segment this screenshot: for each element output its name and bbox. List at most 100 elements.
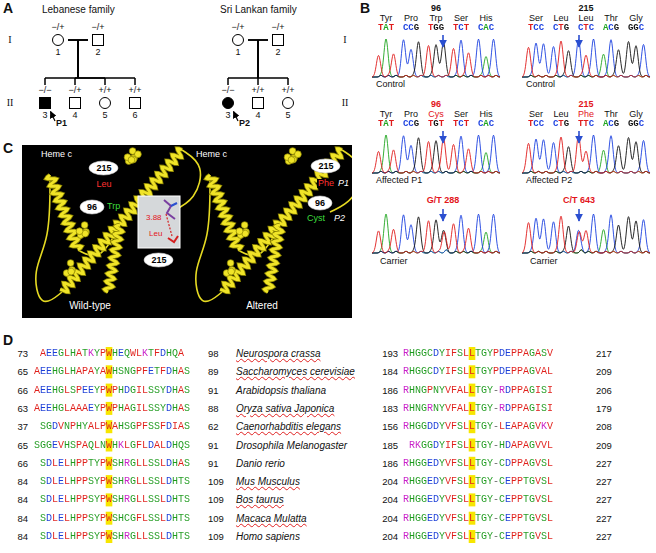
trace-line [372,217,500,253]
structure-caption: Wild-type [68,301,112,311]
mutation-arrow [442,209,444,221]
pedigree-individual: −/+2 [268,22,288,57]
species-name: Bos taurus [236,495,284,505]
individual-number: 5 [95,110,115,120]
genotype-label: −/− [35,85,55,95]
trace-line [522,214,650,253]
amino-acid: Trp [429,14,442,23]
trace-line [372,39,500,77]
generation-label: II [342,98,349,108]
pedigree-individual: −/+2 [88,22,108,57]
position-number: 109 [208,532,224,542]
residue-label: Phe [317,179,335,188]
position-number: 204 [382,495,398,505]
atom-sphere [236,228,243,235]
position-number: 98 [208,349,219,359]
position-number: 91 [208,386,219,396]
position-number: 88 [208,404,219,414]
mutation-arrow [578,131,580,143]
amino-acid: Ser [454,110,468,119]
protein-structure [36,148,352,302]
individual-number: 3 [35,110,55,120]
atom-sphere [227,260,234,267]
structure-label: Heme c [195,150,228,159]
helix [220,149,342,292]
distance-label: 3.88 [145,214,163,222]
panel-letter: D [3,333,13,347]
pedigree-individual: +/+4 [248,85,268,120]
trace-line [522,138,650,173]
sequence: RHGGEDYVFSLLTGY-CDPPAGVSL [403,459,553,469]
residue-number: 215 [578,4,593,13]
residue-number: 96 [431,100,441,109]
trace-line [522,41,650,77]
residue-number: 96 [431,4,441,13]
codon: TCT [453,120,469,129]
symbol-outline [273,35,284,46]
codon: GGC [628,24,644,33]
proband-label: P2 [239,119,250,128]
amino-acid: Phe [578,110,594,119]
sample-caption: Control [376,80,405,89]
helix [104,225,122,292]
proband-arrow [51,112,56,122]
helix-shadow [220,149,342,292]
pedigree-individual: +/+ 5 [95,85,115,120]
symbol-outline [100,98,111,109]
amino-acid: Pro [404,110,418,119]
chromatograms [372,39,650,253]
genotype-label: −/− [218,85,238,95]
codon: CCG [403,120,419,129]
male-symbol [39,97,51,109]
trace-line [372,221,500,253]
species-name: Macaca Mulatta [236,514,307,524]
individual-number: 5 [278,110,298,120]
trace-line [372,135,500,173]
species-name: Danio rerio [236,459,285,469]
atom-sphere [128,157,135,164]
sample-caption: Affected P2 [526,176,572,185]
sequence: SDLELHPPSYPWSHRGLLSSLDHTS [40,532,190,542]
position-number: 91 [208,441,219,451]
sequence: SDLELHPPSYPWSHRGLLSSLDHTS [40,495,190,505]
sequence: RHGGCDYIFSLLTGYPDEPPAGVAL [403,367,553,377]
position-number: 183 [382,404,398,414]
generation-label: II [7,98,14,108]
female-symbol [222,97,234,109]
helix-shadow [206,175,241,250]
individual-number: 2 [268,47,288,57]
residue-number: 215 [318,161,333,171]
trace-line [522,217,650,253]
trace-line [372,214,500,253]
pedigree-individual: −/−3 [218,85,238,120]
species-name: Caenorhabditis elegans [236,422,341,432]
symbol-outline [233,35,244,46]
pedigree-individual: −/+1 [228,22,248,57]
sequence: RHGGEDYVFSLLTGY-CEPPTGVSL [403,514,553,524]
male-symbol [272,34,284,46]
symbol-outline [253,98,264,109]
codon: CTC [578,24,594,33]
trace-line [372,138,500,173]
sequence: AEEGLHATKYPWHEQWLKTFDHQA [40,349,184,359]
sequence: AEEHGLHAPAYAWHSNGPFETFDHAS [34,367,190,377]
panel-letter: A [3,1,13,15]
genotype-label: +/+ [95,85,115,95]
individual-number: 2 [88,47,108,57]
amino-acid: Tyr [380,14,393,23]
position-number: 89 [208,367,219,377]
sequence: RHNGPNYVFALLTGY-RDPPAGISI [403,386,553,396]
position-number: 184 [382,367,398,377]
mutation-arrow [442,131,444,143]
trace-line [372,135,500,173]
atom-sphere [76,228,83,235]
oval-shape [89,161,118,175]
position-number: 156 [382,422,398,432]
codon: ACG [603,120,619,129]
position-number: 65 [17,441,28,451]
residue-oval: 215 [89,161,118,175]
genotype-label: −/+ [48,22,68,32]
position-number: 227 [596,477,612,487]
codon: TTC [578,120,594,129]
